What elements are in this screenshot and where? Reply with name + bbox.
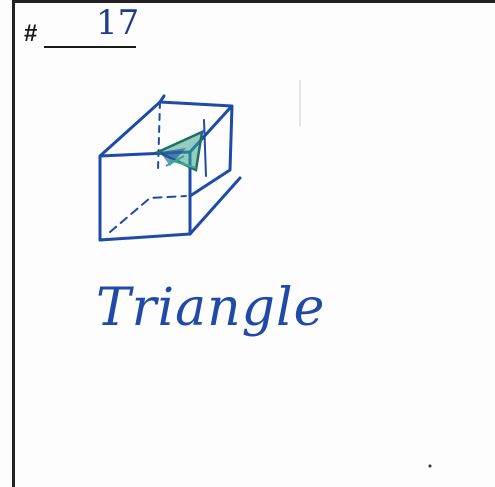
cube-front-face xyxy=(100,152,190,240)
stray-dot xyxy=(429,465,432,468)
triangle-cut-face xyxy=(158,132,202,170)
shape-caption: Triangle xyxy=(96,282,325,334)
